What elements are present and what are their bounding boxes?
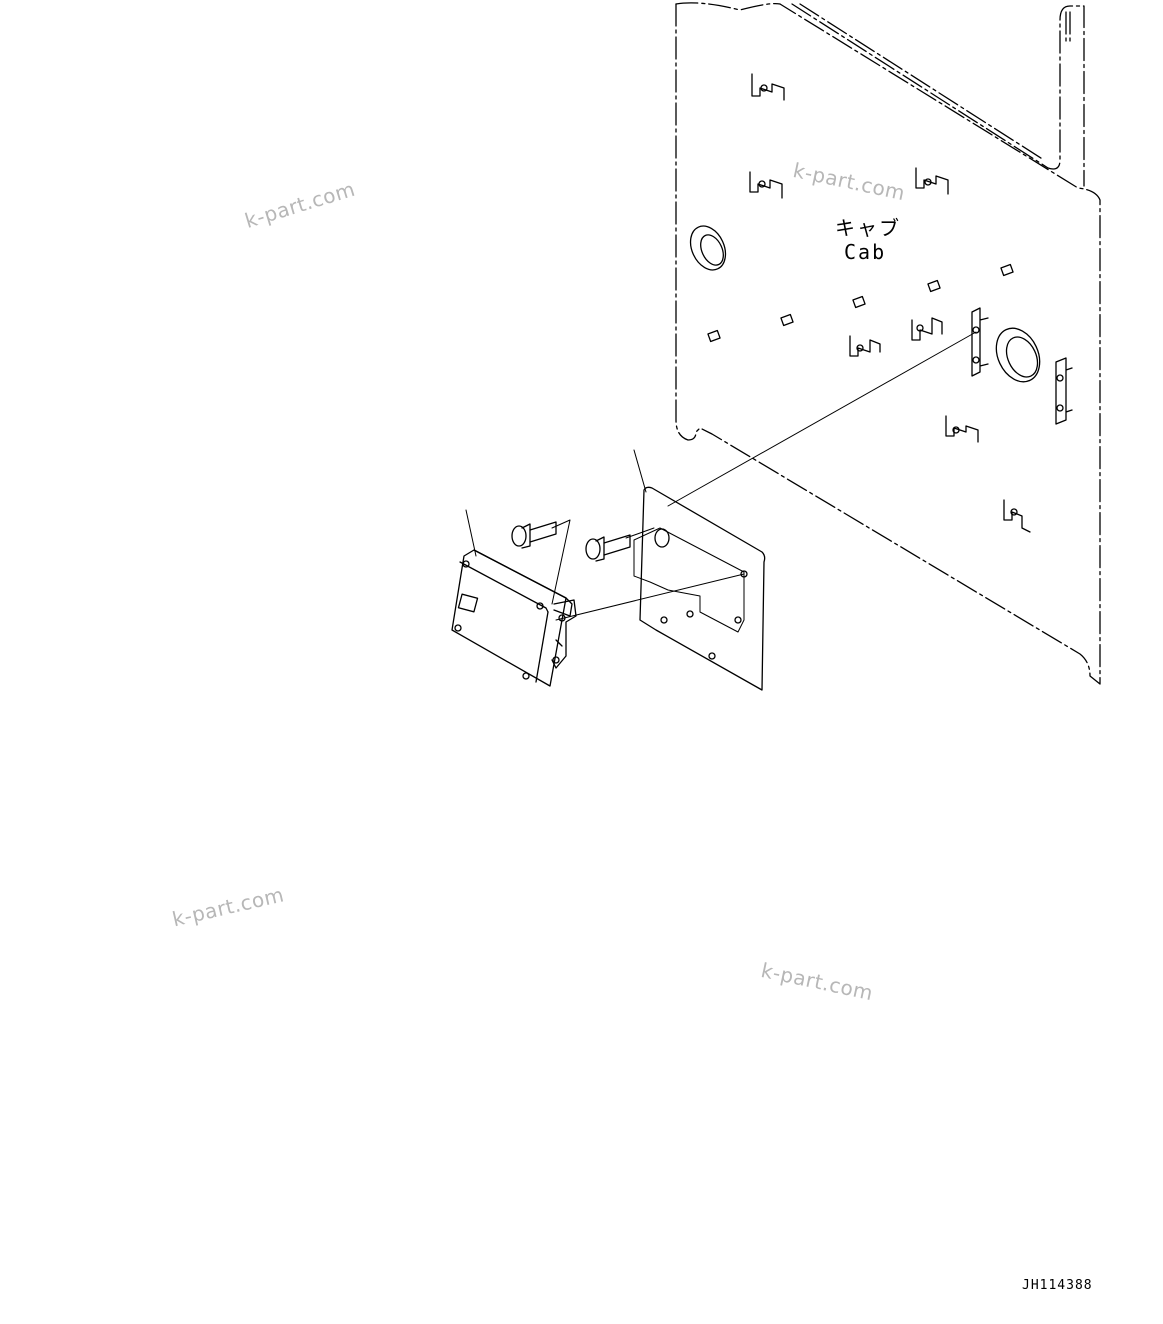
leader-line-controller — [465, 509, 477, 557]
controller-unit — [451, 549, 577, 687]
cab-panel-inner-edge — [791, 3, 1085, 187]
cab-label-english: Cab — [844, 240, 887, 264]
clip-vertical-2 — [1055, 357, 1073, 425]
assembly-line-bracket-to-cab — [667, 331, 977, 507]
clip-7 — [1003, 499, 1031, 533]
drawing-number: JH114388 — [1022, 1278, 1093, 1293]
assembly-line-unit-to-bracket — [555, 573, 745, 621]
clip-1 — [751, 73, 785, 101]
clip-3 — [915, 167, 949, 195]
clip-2 — [749, 171, 783, 199]
cab-label-japanese: キャブ — [835, 216, 901, 240]
bracket-hole — [654, 528, 670, 548]
clip-4 — [849, 335, 881, 357]
panel-holes — [707, 263, 1014, 343]
bracket-hole-small-3 — [660, 616, 668, 624]
bolt-1 — [511, 521, 557, 549]
leader-line-bracket — [633, 449, 647, 493]
bracket-hole-small-2 — [708, 652, 716, 660]
bracket-hole-small-1 — [686, 610, 694, 618]
clip-6 — [945, 415, 979, 443]
bolt-2 — [585, 534, 631, 562]
clip-vertical-1 — [971, 307, 989, 377]
cab-panel-outline — [675, 3, 1101, 685]
assembly-line-bolt-2 — [625, 527, 655, 539]
assembly-line-bolt-1 — [551, 519, 571, 605]
grommet-left — [689, 225, 727, 271]
cab-panel-inner-edge-2 — [799, 3, 1071, 161]
bracket-hole-small-4 — [740, 570, 748, 578]
bracket-hole-small-5 — [734, 616, 742, 624]
grommet-right — [995, 327, 1041, 383]
bracket-inner-outline — [633, 527, 745, 633]
mounting-bracket-plate — [639, 486, 766, 691]
clip-5 — [911, 317, 943, 341]
cab-panel-top-edge — [675, 2, 781, 11]
